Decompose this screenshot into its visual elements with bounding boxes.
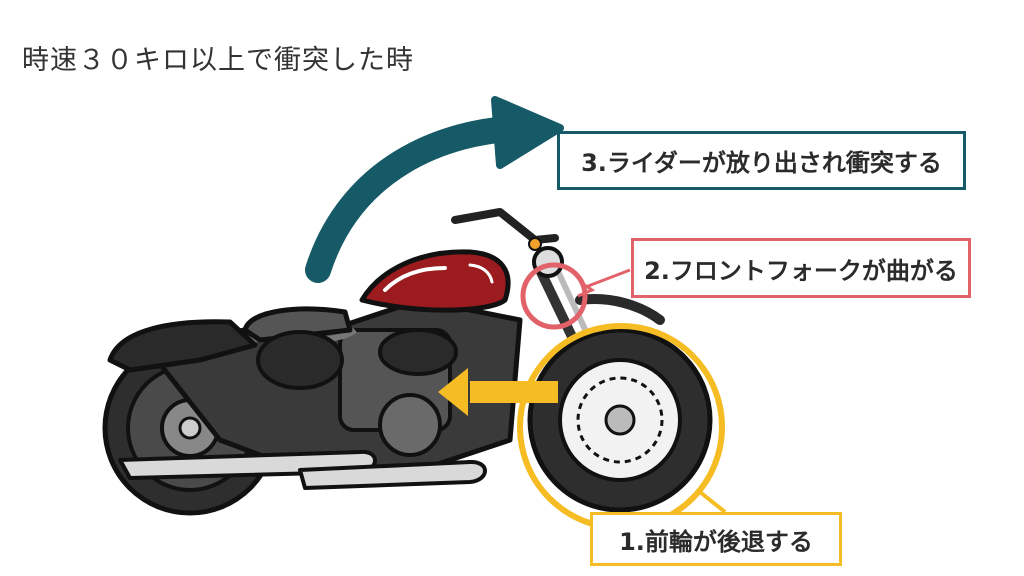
callout-front-fork-bends-text: 2.フロントフォークが曲がる — [644, 256, 958, 285]
trajectory-arrow — [305, 96, 564, 283]
fuel-tank — [359, 249, 511, 313]
page-title: 時速３０キロ以上で衝突した時 — [22, 45, 414, 76]
seat-fender — [107, 306, 353, 390]
exhaust-pipes — [118, 449, 487, 490]
callout-front-wheel-retreats-text: 1.前輪が後退する — [619, 527, 813, 556]
callout-rider-thrown-text: 3.ライダーが放り出され衝突する — [581, 149, 942, 177]
callout-front-wheel-retreats: 1.前輪が後退する — [590, 512, 842, 566]
callout-rider-thrown: 3.ライダーが放り出され衝突する — [557, 131, 966, 190]
engine-frame — [142, 297, 523, 473]
front-wheel — [527, 294, 713, 513]
callout-front-fork-bends: 2.フロントフォークが曲がる — [631, 238, 971, 298]
front-fork-highlight — [520, 262, 631, 330]
